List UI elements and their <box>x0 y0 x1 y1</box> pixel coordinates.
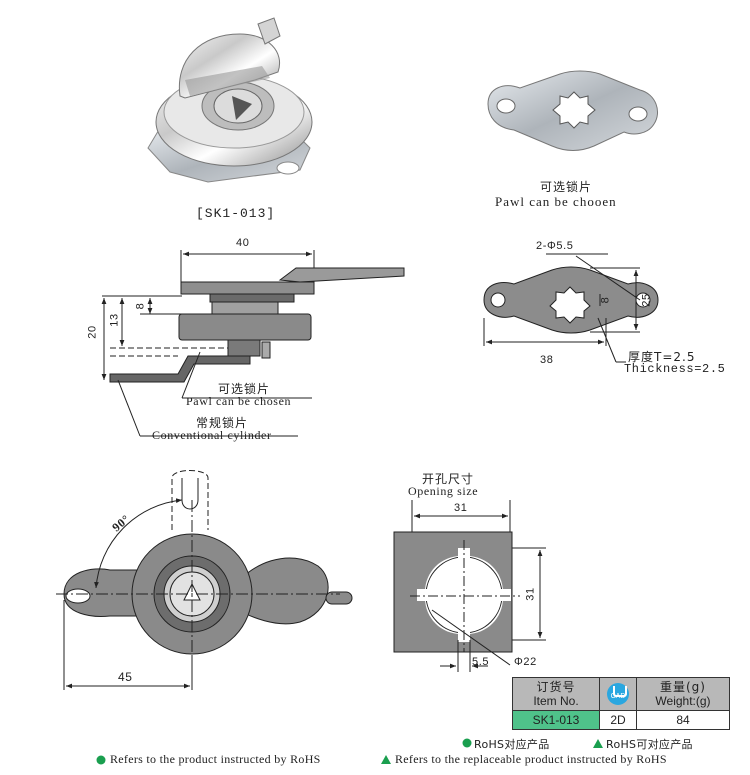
opening-title-en: Opening size <box>408 484 479 498</box>
side-label-pawl-en: Pawl can be chosen <box>186 394 292 408</box>
header-cad: CAD <box>599 677 637 711</box>
opening-title-zh: 开孔尺寸 <box>422 472 475 486</box>
side-dim-20: 20 <box>86 325 99 339</box>
pawl-dim-holes: 2-Φ5.5 <box>536 240 574 252</box>
pawl-dim-25: 25 <box>640 293 653 307</box>
opening-dim-31-side: 31 <box>524 587 537 601</box>
pawl-photo-caption-zh: 可选锁片 <box>540 180 593 194</box>
header-weight: 重量(g) Weight:(g) <box>636 677 730 711</box>
side-dim-8: 8 <box>134 302 147 310</box>
front-dim-45: 45 <box>118 670 133 684</box>
pawl-photo-caption-en: Pawl can be chooen <box>495 194 617 209</box>
pawl-drawing <box>483 253 659 363</box>
header-item-no: 订货号 Item No. <box>512 677 600 711</box>
side-label-conv-en: Conventional cylinder <box>152 428 272 442</box>
item-no-cell: SK1-013 <box>512 710 600 730</box>
legend-note-dot: Refers to the product instructed by RoHS <box>110 752 321 766</box>
pawl-photo <box>487 70 658 151</box>
pawl-dim-38: 38 <box>540 354 554 366</box>
pawl-dim-8: 8 <box>599 296 612 304</box>
opening-dim-5-5: 5.5 <box>472 656 490 668</box>
side-dim-width: 40 <box>236 237 250 249</box>
legend-rohs-dot: RoHS对应产品 <box>474 738 550 751</box>
legend-note-tri: Refers to the replaceable product instru… <box>395 752 667 766</box>
product-photo <box>147 17 313 183</box>
side-view-drawing <box>101 250 405 437</box>
opening-dim-31-top: 31 <box>454 502 468 514</box>
photo-caption: [SK1-013] <box>196 206 276 221</box>
side-label-pawl-zh: 可选锁片 <box>218 382 271 396</box>
rohs-triangle-icon <box>593 739 603 748</box>
rohs-dot-icon <box>462 738 472 748</box>
rohs-dot-icon <box>96 755 106 765</box>
cad-badge-icon: CAD <box>607 683 629 705</box>
pawl-thickness-zh: 厚度T=2.5 <box>628 350 696 364</box>
side-dim-13: 13 <box>108 313 121 327</box>
cad-value-cell: 2D <box>599 710 637 730</box>
front-view-drawing <box>56 470 353 690</box>
weight-cell: 84 <box>636 710 730 730</box>
opening-drawing <box>393 500 546 672</box>
opening-dim-diameter: Φ22 <box>514 656 537 668</box>
legend-rohs-tri: RoHS可对应产品 <box>606 738 693 751</box>
side-label-conv-zh: 常规锁片 <box>196 416 249 430</box>
rohs-triangle-icon <box>381 755 391 764</box>
pawl-thickness-en: Thickness=2.5 <box>624 362 726 376</box>
spec-table: 订货号 Item No. CAD 重量(g) Weight:(g) SK1-01… <box>512 677 730 730</box>
